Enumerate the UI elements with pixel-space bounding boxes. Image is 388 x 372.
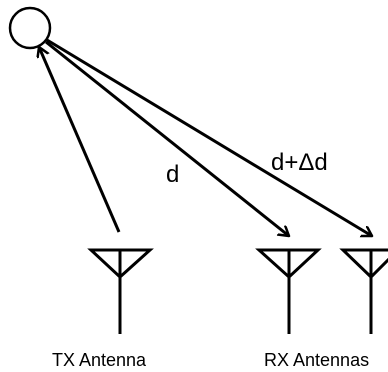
target-to-rx1-arrow — [45, 40, 289, 236]
target-to-rx2-arrow — [46, 38, 372, 238]
rx-antenna-2-icon — [339, 248, 388, 334]
rx-caption: RX Antennas — [264, 350, 369, 370]
rx-antenna-1-icon — [255, 248, 322, 334]
tx-caption: TX Antenna — [52, 350, 147, 370]
tx-to-target-arrow — [39, 47, 121, 233]
tx-antenna-icon — [87, 248, 154, 334]
direct-path-label: d — [166, 161, 179, 188]
target-circle — [8, 6, 52, 50]
offset-path-label: d+Δd — [271, 149, 328, 176]
